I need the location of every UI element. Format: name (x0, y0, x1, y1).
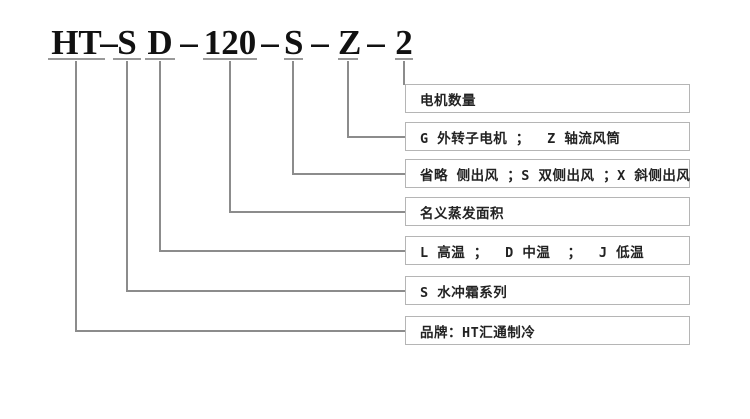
connector-line-vertical (126, 61, 128, 291)
legend-label: L 高温 ； D 中温 ； J 低温 (420, 244, 645, 261)
code-segment-series: S (117, 23, 137, 62)
connector-line-vertical (229, 61, 231, 212)
code-segment-motor-count: 2 (395, 23, 413, 62)
legend-label: 电机数量 (420, 92, 476, 109)
segment-underline (113, 58, 141, 60)
code-separator: – (261, 23, 279, 62)
code-segment-temperature: D (147, 23, 173, 62)
connector-line-horizontal (126, 290, 405, 292)
connector-line-vertical (347, 61, 349, 137)
legend-label: 名义蒸发面积 (420, 205, 504, 222)
legend-box-series: S 水冲霜系列 (405, 276, 690, 305)
segment-underline (338, 58, 358, 60)
connector-line-horizontal (292, 173, 405, 175)
connector-line-vertical (292, 61, 294, 174)
connector-line-horizontal (347, 136, 405, 138)
legend-box-fan-type: G 外转子电机 ； Z 轴流风筒 (405, 122, 690, 151)
segment-underline (48, 58, 105, 60)
legend-label: G 外转子电机 ； Z 轴流风筒 (420, 130, 621, 147)
code-segment-outlet: S (284, 23, 304, 62)
segment-underline (284, 58, 303, 60)
connector-line-horizontal (159, 250, 405, 252)
legend-box-evaporation-area: 名义蒸发面积 (405, 197, 690, 226)
code-separator: – (100, 23, 118, 62)
code-separator: – (180, 23, 198, 62)
legend-label: 品牌：HT汇通制冷 (420, 324, 536, 341)
code-segment-brand: HT (51, 23, 102, 62)
code-separator: – (311, 23, 329, 62)
connector-line-vertical (403, 61, 405, 85)
segment-underline (395, 58, 413, 60)
code-segment-fan: Z (338, 23, 362, 62)
legend-label: 省略 侧出风 ；S 双侧出风 ；X 斜侧出风 (420, 167, 691, 184)
connector-line-horizontal (229, 211, 405, 213)
legend-box-brand: 品牌：HT汇通制冷 (405, 316, 690, 345)
legend-box-motor-count: 电机数量 (405, 84, 690, 113)
segment-underline (145, 58, 175, 60)
code-separator: – (367, 23, 385, 62)
connector-line-horizontal (75, 330, 405, 332)
segment-underline (203, 58, 257, 60)
legend-box-temperature-grade: L 高温 ； D 中温 ； J 低温 (405, 236, 690, 265)
legend-box-air-outlet: 省略 侧出风 ；S 双侧出风 ；X 斜侧出风 (405, 159, 690, 188)
legend-label: S 水冲霜系列 (420, 284, 508, 301)
connector-line-vertical (159, 61, 161, 251)
code-segment-area: 120 (203, 23, 257, 62)
connector-line-vertical (75, 61, 77, 331)
